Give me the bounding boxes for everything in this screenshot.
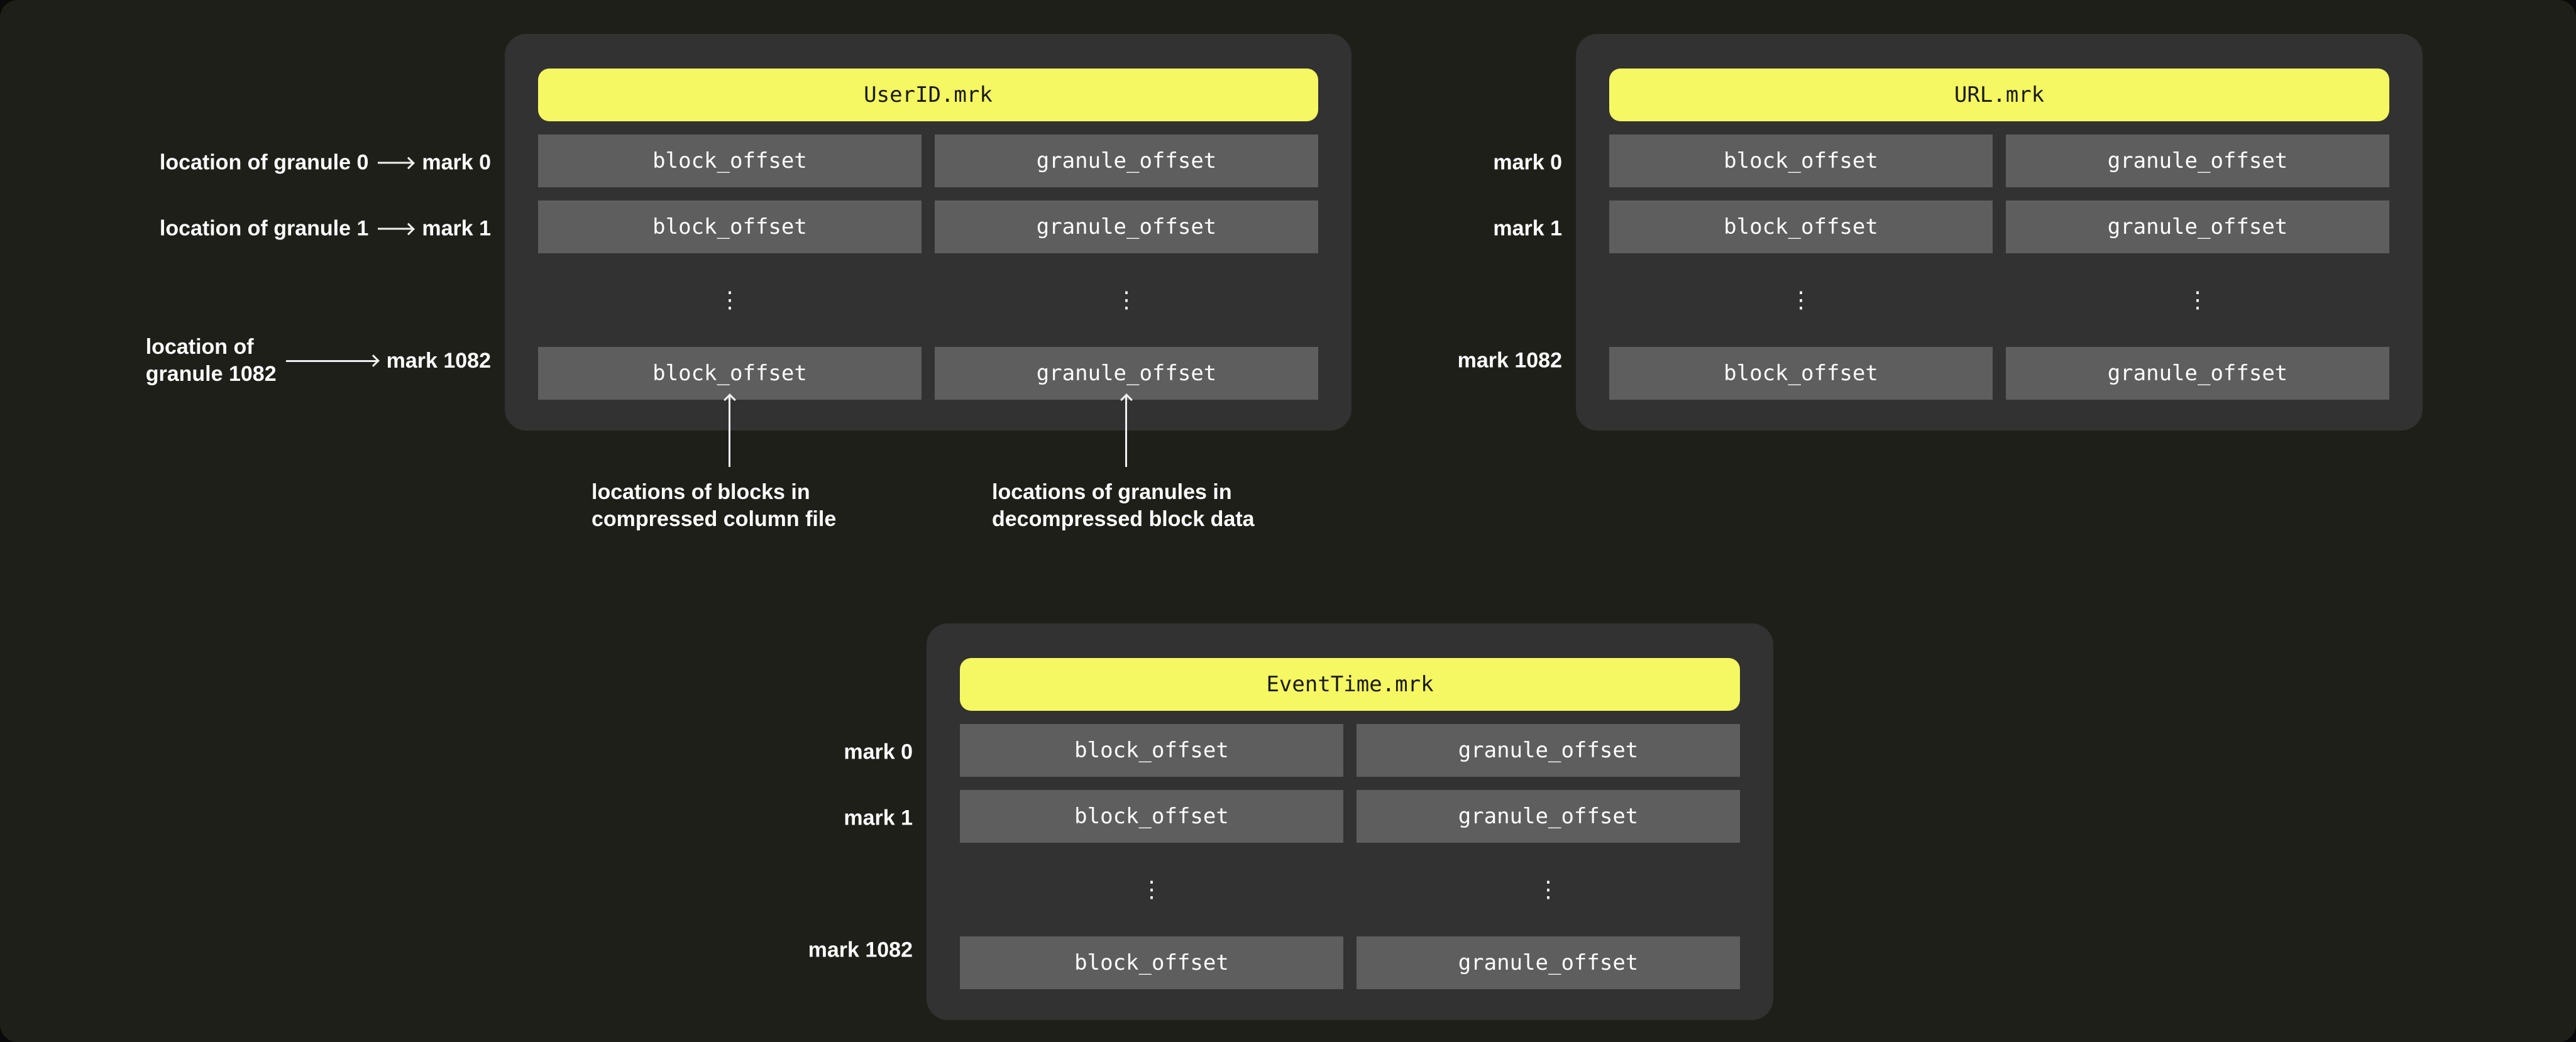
granule-1-location-label: location of granule 1 mark 1 [160, 216, 491, 243]
mark-row-1: block_offset granule_offset [538, 200, 1318, 253]
mark-row-1082: block_offset granule_offset [538, 347, 1318, 400]
userid-mrk-title: UserID.mrk [538, 69, 1318, 121]
block-offset-cell: block_offset [960, 936, 1343, 989]
location-text-line1: location of [145, 335, 254, 359]
mark-label: mark 1082 [1457, 348, 1562, 373]
ellipsis: ⋮ [1140, 877, 1163, 902]
url-mark1082-label: mark 1082 [1458, 348, 1562, 375]
mark-label: mark 1 [422, 216, 491, 241]
note-line1: locations of granules in [992, 480, 1232, 504]
granule-offset-cell: granule_offset [935, 134, 1318, 187]
granule-offset-cell: granule_offset [1357, 724, 1740, 777]
granule-offset-cell: granule_offset [1357, 790, 1740, 843]
block-offset-cell: block_offset [960, 790, 1343, 843]
note-line1: locations of blocks in [592, 480, 810, 504]
eventtime-mrk-panel-group: mark 0 mark 1 mark 1082 EventTime.mrk bl… [808, 623, 1773, 1020]
granule-offset-cell: granule_offset [935, 347, 1318, 400]
userid-mrk-panel-group: location of granule 0 mark 0 location of… [146, 34, 1351, 431]
mark-row-1: block_offset granule_offset [1609, 200, 2389, 253]
block-offset-cell: block_offset [960, 724, 1343, 777]
ellipsis-row: ⋮ ⋮ [960, 856, 1740, 923]
ellipsis: ⋮ [718, 287, 741, 313]
ellipsis-row: ⋮ ⋮ [1609, 266, 2389, 334]
mark-label: mark 0 [844, 740, 913, 764]
block-offset-cell: block_offset [1609, 347, 1993, 400]
location-text: location of granule 1 [159, 216, 369, 241]
location-text: location of granule 1082 [146, 334, 277, 388]
eventtime-mark1082-label: mark 1082 [808, 937, 913, 964]
block-offset-cell: block_offset [538, 134, 922, 187]
ellipsis: ⋮ [1790, 287, 1812, 313]
url-mark1-label: mark 1 [1493, 216, 1562, 243]
url-mark0-label: mark 0 [1493, 150, 1562, 177]
arrow-up-icon [1125, 396, 1127, 467]
url-mrk-panel: URL.mrk block_offset granule_offset bloc… [1576, 34, 2423, 431]
ellipsis: ⋮ [2186, 287, 2209, 313]
location-text-line2: granule 1082 [145, 362, 277, 386]
arrow-right-icon [378, 162, 413, 164]
note-line2: decompressed block data [992, 507, 1255, 531]
mark-row-0: block_offset granule_offset [960, 724, 1740, 777]
arrow-right-icon [285, 359, 377, 362]
block-offset-cell: block_offset [538, 347, 922, 400]
block-offset-note: locations of blocks in compressed column… [592, 479, 836, 533]
eventtime-mrk-panel: EventTime.mrk block_offset granule_offse… [927, 623, 1773, 1020]
granule-offset-cell: granule_offset [2006, 200, 2389, 253]
granule-offset-cell: granule_offset [1357, 936, 1740, 989]
mark-label: mark 1 [844, 806, 913, 830]
granule-offset-cell: granule_offset [935, 200, 1318, 253]
mark-row-1082: block_offset granule_offset [960, 936, 1740, 989]
location-text: location of granule 0 [159, 150, 369, 175]
ellipsis: ⋮ [1115, 287, 1138, 313]
granule-1082-location-label: location of granule 1082 mark 1082 [146, 334, 491, 388]
block-offset-cell: block_offset [538, 200, 922, 253]
mark-label: mark 1 [1493, 216, 1562, 241]
eventtime-mark1-label: mark 1 [844, 805, 913, 832]
mark-row-1082: block_offset granule_offset [1609, 347, 2389, 400]
note-line2: compressed column file [592, 507, 837, 531]
mark-row-0: block_offset granule_offset [538, 134, 1318, 187]
granule-offset-note: locations of granules in decompressed bl… [992, 479, 1255, 533]
mark-row-0: block_offset granule_offset [1609, 134, 2389, 187]
eventtime-mark0-label: mark 0 [844, 739, 913, 766]
userid-mrk-panel: UserID.mrk block_offset granule_offset b… [505, 34, 1351, 431]
arrow-up-icon [729, 396, 730, 467]
block-offset-cell: block_offset [1609, 134, 1993, 187]
block-offset-cell: block_offset [1609, 200, 1993, 253]
granule-offset-cell: granule_offset [2006, 347, 2389, 400]
mark-row-1: block_offset granule_offset [960, 790, 1740, 843]
ellipsis-row: ⋮ ⋮ [538, 266, 1318, 334]
url-mrk-title: URL.mrk [1609, 69, 2389, 121]
eventtime-mrk-title: EventTime.mrk [960, 658, 1740, 711]
mark-label: mark 1082 [808, 938, 913, 962]
mark-label: mark 0 [422, 150, 491, 175]
mark-label: mark 0 [1493, 150, 1562, 175]
granule-0-location-label: location of granule 0 mark 0 [160, 150, 491, 177]
mark-label: mark 1082 [386, 348, 491, 373]
ellipsis: ⋮ [1537, 877, 1560, 902]
arrow-right-icon [378, 228, 413, 230]
url-mrk-panel-group: mark 0 mark 1 mark 1082 URL.mrk block_of… [1458, 34, 2423, 431]
granule-offset-cell: granule_offset [2006, 134, 2389, 187]
